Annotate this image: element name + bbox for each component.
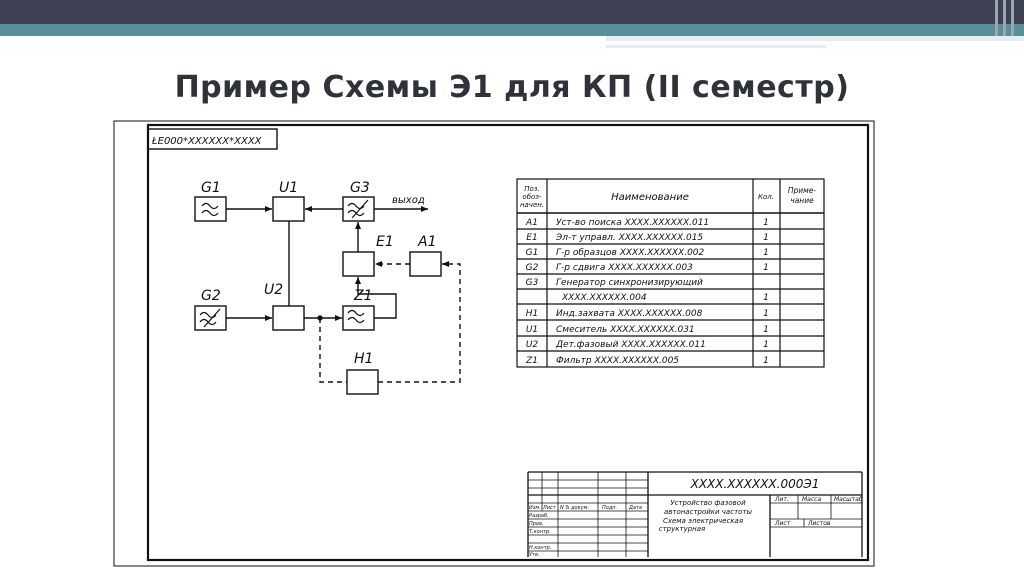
table-cell-qty: 1 <box>763 309 769 319</box>
table-cell-pos: Z1 <box>525 356 538 366</box>
table-cell-qty: 1 <box>763 356 769 366</box>
label-E1: E1 <box>376 234 394 250</box>
table-cell-pos: G1 <box>526 248 539 258</box>
table-header-pos: Поз.обоз-начен. <box>520 185 544 209</box>
col-izm: Изм. <box>529 505 541 511</box>
label-U1: U1 <box>279 180 298 196</box>
description-line: Устройство фазовой <box>670 499 746 507</box>
label-output: выход <box>392 195 425 206</box>
table-cell-name: Уст-во поиска XXXX.XXXXXX.011 <box>556 218 709 228</box>
block-G3 <box>342 196 375 222</box>
title-block-grid <box>527 471 863 557</box>
description-line: структурная <box>659 525 705 533</box>
g2-symbol <box>199 308 221 328</box>
role-prov: Пров. <box>529 521 544 527</box>
g3-symbol <box>347 199 369 219</box>
block-G1 <box>194 196 227 222</box>
col-list: Лист <box>542 505 557 511</box>
description-line: автонастройки частоты <box>664 508 753 516</box>
role-tkontr: Т.контр. <box>529 529 551 535</box>
block-A1 <box>409 251 442 277</box>
table-cell-pos: G2 <box>526 263 539 273</box>
table-cell-name: Дет.фазовый XXXX.XXXXXX.011 <box>555 340 706 350</box>
role-nkontr: Н.контр. <box>529 545 551 551</box>
table-header-qty: Кол. <box>758 193 774 201</box>
code-stamp-box <box>147 128 278 150</box>
table-cell-pos: H1 <box>526 309 539 319</box>
link-Z1-E1 <box>355 277 397 319</box>
label-G1: G1 <box>201 180 221 196</box>
title-sheet: Лист <box>774 520 791 527</box>
table-cell-name: Эл-т управл. XXXX.XXXXXX.015 <box>555 233 703 243</box>
col-ndok: N Ъ докум. <box>560 505 589 511</box>
table-header-note: Приме-чание <box>788 186 817 205</box>
col-podp: Подп. <box>602 505 617 511</box>
table-cell-pos: G3 <box>526 278 539 288</box>
drawing-outer-frame <box>113 120 875 567</box>
block-H1 <box>346 369 379 395</box>
decor-bars <box>995 0 998 36</box>
top-banner-teal <box>0 24 1024 36</box>
description-line: Схема электрическая <box>663 517 743 525</box>
table-cell-name: Г-р образцов XXXX.XXXXXX.002 <box>556 248 705 258</box>
g1-sine-symbol <box>201 202 219 217</box>
table-cell-qty: 1 <box>763 248 769 258</box>
decor-line <box>606 45 826 48</box>
table-cell-name: Инд.захвата XXXX.XXXXXX.008 <box>556 309 703 319</box>
dashed-H1-loop <box>319 318 347 383</box>
block-U1 <box>272 196 305 222</box>
block-G2 <box>194 305 227 331</box>
table-cell-qty: 1 <box>763 263 769 273</box>
element-table-grid <box>516 178 825 368</box>
title-sheets: Листов <box>807 520 831 527</box>
role-utv: Утв. <box>529 552 540 558</box>
decor-line <box>606 36 1024 41</box>
dashed-H1-A1 <box>378 261 461 383</box>
label-H1: H1 <box>354 351 373 367</box>
table-cell-pos: A1 <box>525 218 538 228</box>
code-stamp-text: ŁЕ000*XXXXXX*XXXX <box>151 136 263 147</box>
label-G3: G3 <box>350 180 370 196</box>
label-U2: U2 <box>264 282 283 298</box>
table-cell-qty: 1 <box>763 340 769 350</box>
table-cell-qty: 1 <box>763 325 769 335</box>
z1-sine-symbol <box>347 309 365 324</box>
table-header-name: Наименование <box>611 192 689 203</box>
title-massa: Масса <box>802 496 821 503</box>
col-data: Дата <box>628 505 642 511</box>
table-cell-name: XXXX.XXXXXX.004 <box>561 293 647 303</box>
table-cell-pos: E1 <box>526 233 537 243</box>
label-G2: G2 <box>201 288 221 304</box>
table-cell-pos: U1 <box>526 325 538 335</box>
label-A1: A1 <box>417 234 436 250</box>
title-masshtab: Масштаб <box>834 496 863 503</box>
decor-bars <box>1003 0 1006 36</box>
table-cell-name: Фильтр XXXX.XXXXXX.005 <box>556 356 679 366</box>
table-cell-name: Г-р сдвига XXXX.XXXXXX.003 <box>556 263 693 273</box>
role-razrab: Разраб. <box>529 513 549 519</box>
block-Z1 <box>342 305 375 331</box>
table-cell-pos: U2 <box>526 340 539 350</box>
title-lit: Лит. <box>774 496 789 503</box>
table-cell-qty: 1 <box>763 218 769 228</box>
decor-bars <box>1011 0 1014 36</box>
doc-code: XXXX.XXXXXX.000Э1 <box>690 477 820 491</box>
block-U2 <box>272 305 305 331</box>
table-cell-qty: 1 <box>763 293 769 303</box>
label-Z1: Z1 <box>353 288 373 304</box>
block-E1 <box>342 251 375 277</box>
top-banner-dark <box>0 0 1024 24</box>
slide-title: Пример Схемы Э1 для КП (II семестр) <box>174 70 850 105</box>
table-cell-qty: 1 <box>763 233 769 243</box>
table-cell-name: Генератор синхронизирующий <box>556 278 703 288</box>
drawing-inner-frame <box>146 123 870 562</box>
table-cell-name: Смеситель XXXX.XXXXXX.031 <box>556 325 695 335</box>
